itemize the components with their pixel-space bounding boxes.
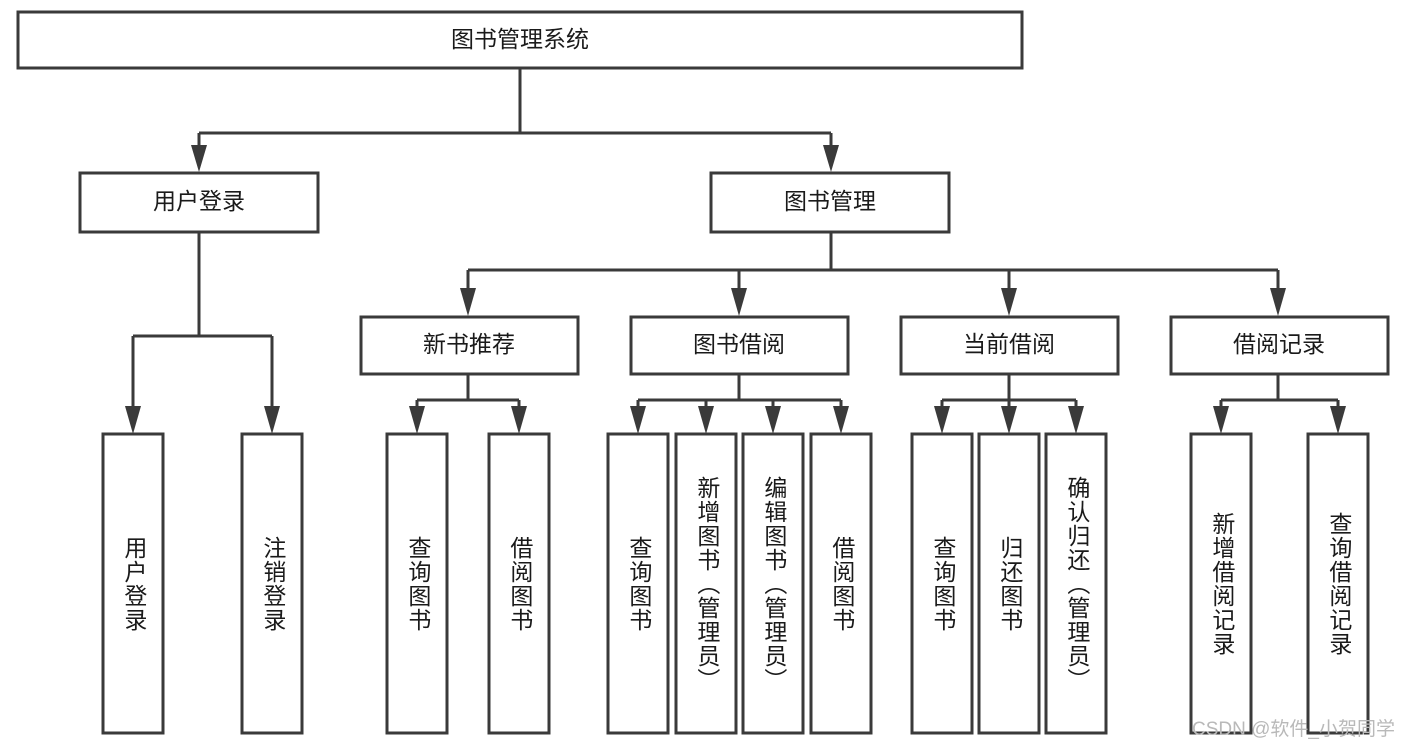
leaf-box-borrow-book-2[interactable] [809,432,873,735]
node-borrow-record-label: 借阅记录 [1233,331,1325,357]
node-borrow-record[interactable]: 借阅记录 [1169,315,1390,376]
node-new-book-recommend[interactable]: 新书推荐 [359,315,580,376]
leaf-box-query-record[interactable] [1306,432,1370,735]
leaf-box-borrow-book-1[interactable] [487,432,551,735]
node-book-borrow-label: 图书借阅 [693,331,785,357]
leaf-box-return-book[interactable] [977,432,1041,735]
leaf-box-confirm-return[interactable] [1044,432,1108,735]
leaf-box-query-book-1[interactable] [385,432,449,735]
leaf-box-query-book-2[interactable] [606,432,670,735]
leaf-box-query-book-3[interactable] [910,432,974,735]
connector-new-book-to-leaves [409,374,527,434]
node-user-login[interactable]: 用户登录 [78,171,320,234]
node-current-borrow-label: 当前借阅 [963,331,1055,357]
connector-root-to-level2 [191,68,839,172]
node-current-borrow[interactable]: 当前借阅 [899,315,1120,376]
leaf-box-add-record[interactable] [1189,432,1253,735]
node-book-management-label: 图书管理 [784,188,876,214]
connector-borrow-record-to-leaves [1213,374,1346,434]
leaf-box-user-login[interactable] [101,432,165,735]
node-root-system[interactable]: 图书管理系统 [16,10,1024,70]
leaf-box-logout[interactable] [240,432,304,735]
connector-book-borrow-to-leaves [630,374,849,434]
leaf-box-add-book[interactable] [674,432,738,735]
connector-book-mgmt-to-level3 [460,232,1286,316]
node-new-book-recommend-label: 新书推荐 [423,331,515,357]
node-user-login-label: 用户登录 [153,188,245,214]
connector-current-borrow-to-leaves [934,374,1084,434]
node-book-management[interactable]: 图书管理 [709,171,951,234]
connector-user-login-to-leaves [125,232,280,434]
node-book-borrow[interactable]: 图书借阅 [629,315,850,376]
node-root-label: 图书管理系统 [451,26,589,52]
csdn-watermark: CSDN @软件_小贺同学 [1192,719,1395,740]
leaf-box-edit-book[interactable] [741,432,805,735]
